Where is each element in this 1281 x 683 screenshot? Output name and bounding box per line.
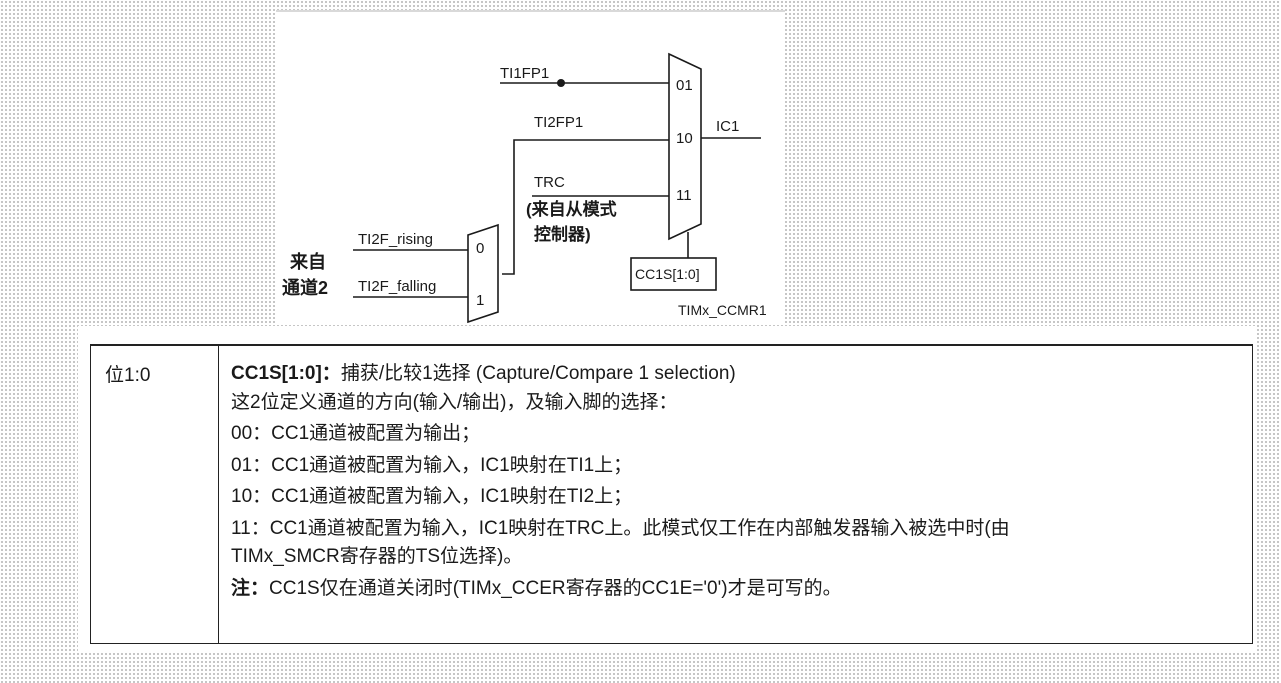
ti2fp1-wire (502, 139, 669, 275)
junction-dot (557, 79, 565, 87)
trc-note-line2: 控制器) (534, 224, 591, 244)
ti1fp1-label: TI1FP1 (500, 65, 549, 82)
small-mux-input-1: 1 (476, 292, 484, 309)
field-header: CC1S[1:0]：捕获/比较1选择 (Capture/Compare 1 se… (231, 360, 1252, 388)
write-note: 注：CC1S仅在通道关闭时(TIMx_CCER寄存器的CC1E='0')才是可写… (231, 575, 1252, 603)
field-description-cell: CC1S[1:0]：捕获/比较1选择 (Capture/Compare 1 se… (219, 345, 1253, 644)
field-title: 捕获/比较1选择 (Capture/Compare 1 selection) (340, 363, 736, 384)
mux-input-10: 10 (676, 130, 693, 147)
trc-note-line1: (来自从模式 (526, 199, 617, 219)
note-label: 注： (231, 577, 270, 599)
cc1s-box-label: CC1S[1:0] (635, 266, 700, 282)
register-bit-table: 位1:0 CC1S[1:0]：捕获/比较1选择 (Capture/Compare… (90, 344, 1253, 644)
small-mux-shape (467, 223, 499, 324)
option-10: 10：CC1通道被配置为输入，IC1映射在TI2上； (231, 486, 633, 508)
option-01: 01：CC1通道被配置为输入，IC1映射在TI1上； (231, 454, 633, 476)
field-description: 这2位定义通道的方向(输入/输出)，及输入脚的选择： (231, 391, 678, 413)
trc-label: TRC (534, 174, 565, 191)
main-mux-shape (668, 52, 702, 241)
mux-input-01: 01 (676, 77, 693, 94)
ti2f-rising-label: TI2F_rising (358, 231, 433, 248)
ic1-label: IC1 (716, 118, 739, 135)
ti2f-falling-label: TI2F_falling (358, 278, 436, 295)
ti2fp1-label: TI2FP1 (534, 114, 583, 131)
option-11-line2: TIMx_SMCR寄存器的TS位选择)。 (231, 546, 523, 568)
register-description-panel: 位1:0 CC1S[1:0]：捕获/比较1选择 (Capture/Compare… (78, 326, 1256, 652)
small-mux-input-0: 0 (476, 240, 484, 257)
mux-input-11: 11 (676, 187, 692, 204)
input-selection-diagram: TI1FP1 TI2FP1 TRC IC1 01 10 11 TI2F_risi… (276, 10, 785, 324)
from-channel-line2: 通道2 (282, 277, 328, 298)
option-11-line1: 11：CC1通道被配置为输入，IC1映射在TRC上。此模式仅工作在内部触发器输入… (231, 517, 1010, 539)
cc1s-register-box (630, 257, 717, 291)
bit-range-label: 位1:0 (105, 365, 151, 386)
table-row: 位1:0 CC1S[1:0]：捕获/比较1选择 (Capture/Compare… (90, 345, 1253, 644)
from-channel-line1: 来自 (289, 251, 326, 272)
diagram-svg: TI1FP1 TI2FP1 TRC IC1 01 10 11 TI2F_risi… (282, 52, 767, 324)
note-text: CC1S仅在通道关闭时(TIMx_CCER寄存器的CC1E='0')才是可写的。 (269, 577, 842, 599)
bit-range-cell: 位1:0 (90, 345, 219, 644)
option-00: 00：CC1通道被配置为输出； (231, 423, 481, 445)
register-name-label: TIMx_CCMR1 (678, 302, 767, 318)
field-name: CC1S[1:0]： (231, 363, 341, 384)
